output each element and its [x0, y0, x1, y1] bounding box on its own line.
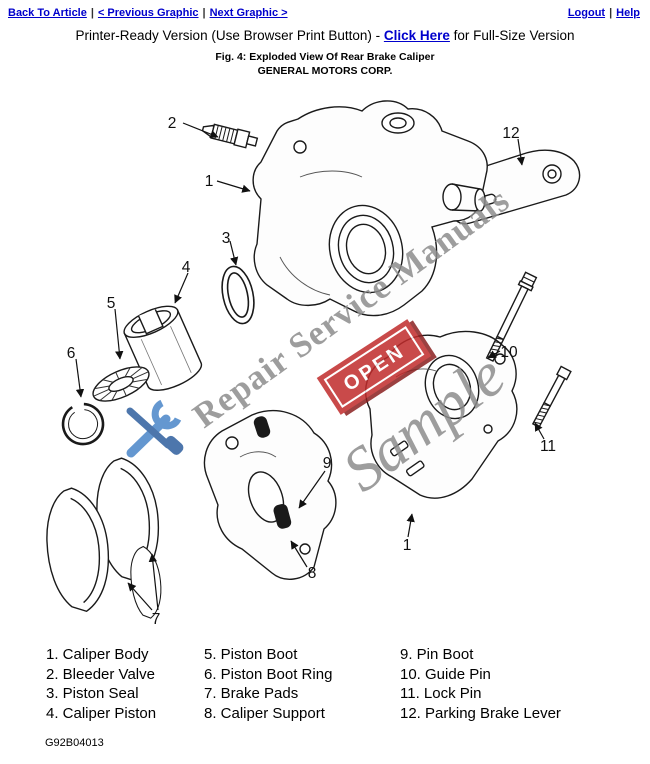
back-to-article-link[interactable]: Back To Article	[8, 7, 87, 19]
legend-item: 8. Caliper Support	[204, 704, 325, 722]
exploded-view-diagram: 2 1 12 3 4 5 6 10 11 9 1 8 7 Repair Serv…	[0, 77, 650, 643]
legend-item: 1. Caliper Body	[46, 646, 149, 663]
legend-column-3: 9. Pin Boot 10. Guide Pin 11. Lock Pin 1…	[400, 645, 610, 723]
callout-8: 8	[308, 565, 317, 582]
legend-item: 10. Guide Pin	[400, 665, 491, 683]
help-link[interactable]: Help	[616, 7, 640, 19]
callout-6: 6	[67, 345, 76, 362]
full-size-version-link[interactable]: Click Here	[383, 28, 450, 43]
callout-1: 1	[205, 173, 214, 190]
callout-3: 3	[222, 230, 231, 247]
callout-10: 10	[500, 344, 518, 361]
pin-boot-part	[273, 504, 292, 529]
brake-pads-part	[46, 457, 162, 619]
callout-1b: 1	[403, 537, 412, 554]
page-title: Printer-Ready Version (Use Browser Print…	[0, 28, 650, 43]
callout-5: 5	[107, 295, 116, 312]
caliper-body-part	[252, 100, 488, 317]
legend-item: 6. Piston Boot Ring	[204, 665, 333, 683]
piston-seal-part	[221, 265, 255, 325]
previous-graphic-link[interactable]: < Previous Graphic	[97, 7, 199, 19]
piston-boot-ring-part	[61, 402, 105, 446]
logout-link[interactable]: Logout	[567, 7, 606, 19]
open-sign: OPEN	[316, 319, 437, 417]
top-navigation: Back To Article|< Previous Graphic|Next …	[0, 0, 650, 19]
legend-item: 2. Bleeder Valve	[46, 665, 155, 683]
callout-12: 12	[502, 125, 519, 142]
caliper-support-part	[203, 410, 337, 580]
callout-4: 4	[182, 259, 191, 276]
legend-column-1: 1. Caliper Body 2. Bleeder Valve 3. Pist…	[46, 645, 204, 723]
legend-item: 7. Brake Pads	[204, 685, 299, 702]
separator: |	[202, 7, 206, 19]
diagram-canvas: 2 1 12 3 4 5 6 10 11 9 1 8 7 Repair Serv…	[46, 100, 581, 628]
callout-numbers: 2 1 12 3 4 5 6 10 11 9 1 8 7	[67, 115, 556, 628]
legend-item: 12. Parking Brake Lever	[400, 704, 561, 722]
separator: |	[90, 7, 94, 19]
bleeder-valve-part	[201, 123, 259, 149]
nav-left: Back To Article|< Previous Graphic|Next …	[8, 7, 288, 19]
legend-item: 3. Piston Seal	[46, 685, 139, 702]
callout-2: 2	[168, 115, 177, 132]
callout-7: 7	[152, 611, 161, 628]
legend-item: 5. Piston Boot	[204, 646, 298, 663]
title-prefix: Printer-Ready Version (Use Browser Print…	[75, 28, 384, 43]
wrench-icon	[126, 399, 184, 458]
lock-pin-part	[531, 365, 572, 429]
leader-lines	[75, 122, 545, 611]
parts-legend: 1. Caliper Body 2. Bleeder Valve 3. Pist…	[0, 645, 650, 723]
legend-item: 4. Caliper Piston	[46, 704, 157, 722]
next-graphic-link[interactable]: Next Graphic >	[209, 7, 288, 19]
nav-right: Logout|Help	[568, 7, 640, 19]
callout-11: 11	[540, 438, 556, 455]
figure-caption: Fig. 4: Exploded View Of Rear Brake Cali…	[215, 51, 435, 63]
separator: |	[609, 7, 613, 19]
legend-item: 9. Pin Boot	[400, 646, 474, 663]
figure-code: G92B04013	[45, 737, 104, 749]
company-name: GENERAL MOTORS CORP.	[257, 65, 393, 77]
callout-9: 9	[323, 455, 332, 472]
legend-item: 11. Lock Pin	[400, 685, 482, 702]
guide-pin-part	[485, 271, 538, 362]
piston-boot-part	[92, 366, 150, 402]
legend-column-2: 5. Piston Boot 6. Piston Boot Ring 7. Br…	[204, 645, 400, 723]
title-suffix: for Full-Size Version	[449, 28, 575, 43]
